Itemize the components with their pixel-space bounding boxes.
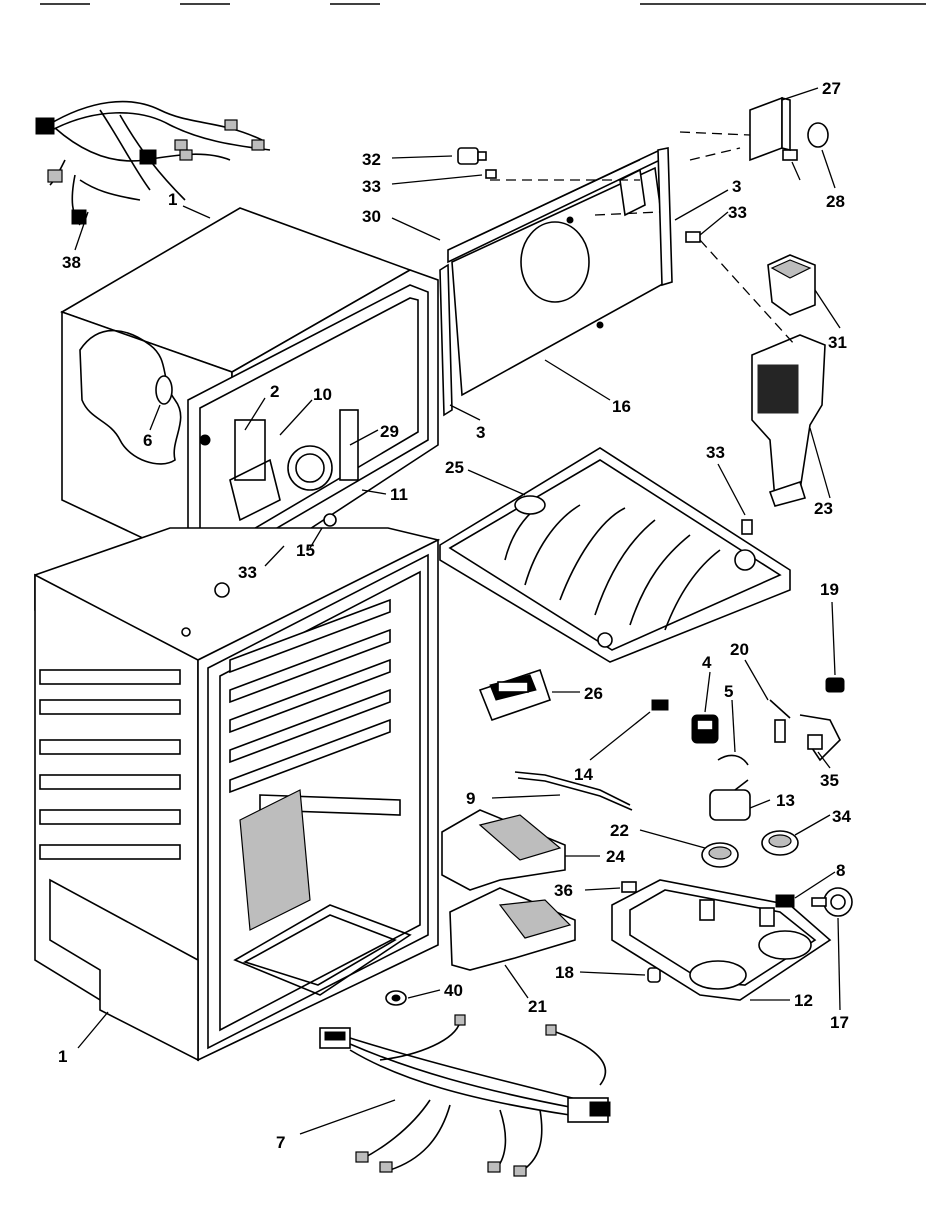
callout-label: 17 <box>830 1013 849 1032</box>
callout-label: 23 <box>814 499 833 518</box>
callout-label: 3 <box>732 177 741 196</box>
callout-label: 13 <box>776 791 795 810</box>
air-duct-assembly <box>751 254 826 507</box>
callout-label: 18 <box>555 963 574 982</box>
callout-label: 25 <box>445 458 464 477</box>
callout-label: 5 <box>724 682 733 701</box>
part-4-motor <box>691 714 719 744</box>
callout-label: 20 <box>730 640 749 659</box>
part-34-ring <box>761 830 799 856</box>
callout-label: 1 <box>168 190 177 209</box>
part-18-pin <box>647 967 661 983</box>
callout-label: 38 <box>62 253 81 272</box>
part-21-bracket <box>449 887 576 971</box>
part-17-knob <box>811 887 853 917</box>
part-19-button <box>825 677 845 693</box>
bracket-and-knob <box>679 96 829 162</box>
callout-label: 33 <box>728 203 747 222</box>
callout-label: 21 <box>528 997 547 1016</box>
callout-label: 22 <box>610 821 629 840</box>
part-9-strap <box>514 771 633 811</box>
callout-label: 34 <box>832 807 851 826</box>
part-13-pump <box>709 779 751 821</box>
callout-label: 29 <box>380 422 399 441</box>
callout-label: 40 <box>444 981 463 1000</box>
callout-label: 7 <box>276 1133 285 1152</box>
part-14-clip <box>651 699 669 711</box>
part-26-module <box>478 668 552 722</box>
part-8-fastener <box>775 894 795 908</box>
callout-label: 4 <box>702 653 712 672</box>
callout-label: 6 <box>143 431 152 450</box>
callout-label: 32 <box>362 150 381 169</box>
part-20-35-switches <box>769 699 841 762</box>
callout-label: 9 <box>466 789 475 808</box>
part-5-clip <box>717 754 749 766</box>
callout-leader-lines <box>74 87 841 1135</box>
callout-label: 16 <box>612 397 631 416</box>
small-fasteners-top <box>457 147 798 243</box>
callout-label: 10 <box>313 385 332 404</box>
callout-label: 14 <box>574 765 593 784</box>
callout-label: 2 <box>270 382 279 401</box>
part-24-bracket <box>441 809 566 891</box>
upper-wire-harness <box>35 100 271 226</box>
callout-label: 19 <box>820 580 839 599</box>
callout-label: 1 <box>58 1047 67 1066</box>
freezer-cabinet <box>60 207 439 582</box>
callout-label: 33 <box>362 177 381 196</box>
callout-label: 3 <box>476 423 485 442</box>
rear-panel-assembly <box>439 147 673 417</box>
callout-label: 31 <box>828 333 847 352</box>
callout-label: 26 <box>584 684 603 703</box>
part-22-ring <box>701 842 739 868</box>
callout-labels: 1 38 2 10 6 29 11 15 33 32 33 30 3 3 33 … <box>58 79 851 1152</box>
callout-label: 35 <box>820 771 839 790</box>
callout-label: 8 <box>836 861 845 880</box>
callout-label: 12 <box>794 991 813 1010</box>
part-40-grommet <box>385 990 407 1006</box>
callout-label: 33 <box>706 443 725 462</box>
callout-label: 24 <box>606 847 625 866</box>
callout-label: 28 <box>826 192 845 211</box>
part-12-base-housing <box>611 879 832 1001</box>
callout-label: 11 <box>390 485 408 504</box>
part-36-label <box>621 881 637 893</box>
callout-label: 33 <box>238 563 257 582</box>
callout-label: 30 <box>362 207 381 226</box>
callout-label: 15 <box>296 541 315 560</box>
lower-wire-harness <box>319 1014 611 1177</box>
evaporator-tray <box>439 447 791 663</box>
callout-label: 27 <box>822 79 841 98</box>
assembly-guide-lines <box>490 179 796 346</box>
fresh-food-cabinet <box>34 527 441 1062</box>
callout-label: 36 <box>554 881 573 900</box>
